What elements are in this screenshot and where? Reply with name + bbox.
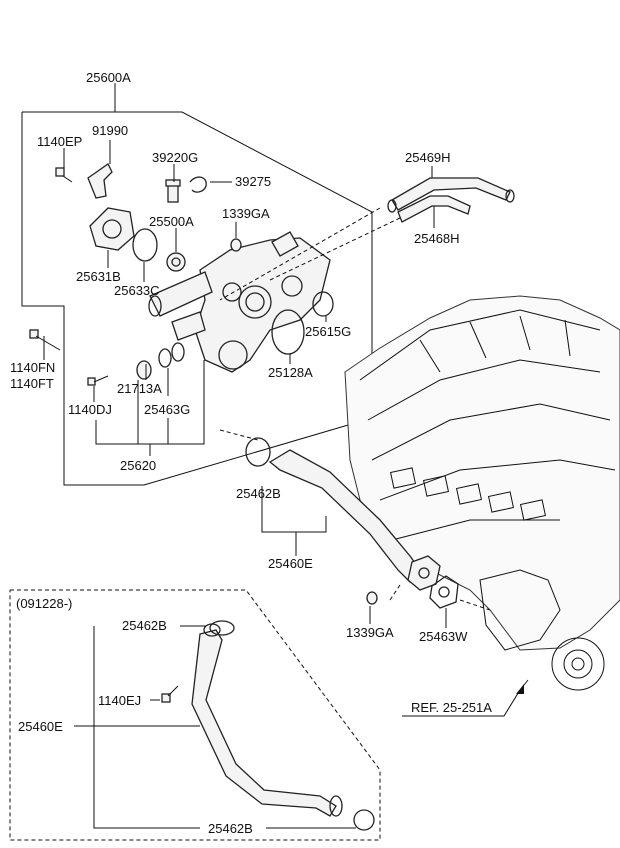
label-25620: 25620 xyxy=(120,458,156,473)
gasket-25633C xyxy=(132,228,158,262)
pipe-25460E xyxy=(268,449,441,591)
label-25463G: 25463G xyxy=(144,402,190,417)
thermostat-housing xyxy=(148,231,331,373)
oring-25463G xyxy=(158,342,185,368)
label-25462B-inset-bottom: 25462B xyxy=(208,821,253,836)
label-25460E-mid: 25460E xyxy=(268,556,313,571)
gasket-25462B-mid xyxy=(245,437,271,467)
dashed-connector xyxy=(269,217,401,281)
label-25631B: 25631B xyxy=(76,269,121,284)
bracket-91990 xyxy=(87,163,113,199)
gasket-25128A xyxy=(271,309,305,355)
inset-gasket-bottom xyxy=(353,809,375,831)
label-21713A: 21713A xyxy=(117,381,162,396)
label-25633C: 25633C xyxy=(114,283,160,298)
bolt-1140EP xyxy=(55,167,73,183)
inset-box xyxy=(9,589,381,841)
assembly-box-outline xyxy=(21,111,373,486)
label-091228: (091228-) xyxy=(16,596,72,611)
dashed-connector xyxy=(459,599,491,611)
dashed-connector xyxy=(389,584,401,601)
hose-25468H xyxy=(397,195,471,223)
inset-bolt-1140EJ xyxy=(161,685,179,703)
label-25468H: 25468H xyxy=(414,231,460,246)
label-1140FT: 1140FT xyxy=(10,376,54,391)
oring-25615G xyxy=(312,291,334,317)
plug-21713A xyxy=(136,360,152,380)
clip-39275 xyxy=(189,176,207,193)
label-25500A: 25500A xyxy=(149,214,194,229)
dashed-connector xyxy=(219,429,259,441)
inset-pipe-25460E xyxy=(191,623,343,817)
label-39220G: 39220G xyxy=(152,150,198,165)
cap-1339GA-bottom xyxy=(366,591,378,605)
label-25615G: 25615G xyxy=(305,324,351,339)
hose-25469H xyxy=(391,177,511,211)
label-1140DJ: 1140DJ xyxy=(68,402,112,417)
label-ref-25-251A: REF. 25-251A xyxy=(411,700,492,715)
gasket-25463W xyxy=(429,575,459,609)
inset-leader-lines xyxy=(74,625,356,829)
label-25600A: 25600A xyxy=(86,70,131,85)
label-1339GA-top: 1339GA xyxy=(222,206,270,221)
thermostat-25500A xyxy=(166,252,186,272)
hose-end-clamp xyxy=(387,199,397,213)
ref-arrow xyxy=(402,684,524,717)
bolt-1140DJ xyxy=(87,375,109,386)
housing-cover-25631B xyxy=(89,207,135,251)
label-25469H: 25469H xyxy=(405,150,451,165)
label-25463W: 25463W xyxy=(419,629,468,644)
label-91990: 91990 xyxy=(92,123,128,138)
inset-gasket-top xyxy=(209,620,235,636)
hose-end-clamp xyxy=(505,189,515,203)
sensor-39220G xyxy=(165,179,181,203)
label-1140EJ: 1140EJ xyxy=(98,693,141,708)
label-25460E-inset: 25460E xyxy=(18,719,63,734)
label-25462B-inset-top: 25462B xyxy=(122,618,167,633)
label-1140FN: 1140FN xyxy=(10,360,55,375)
label-1140EP: 1140EP xyxy=(37,134,82,149)
leader-lines xyxy=(43,140,447,628)
cap-1339GA xyxy=(230,238,242,252)
dashed-connector xyxy=(219,207,381,301)
label-25128A: 25128A xyxy=(268,365,313,380)
label-39275: 39275 xyxy=(235,174,271,189)
label-1339GA-bottom: 1339GA xyxy=(346,625,394,640)
label-25462B-mid: 25462B xyxy=(236,486,281,501)
bolt-1140FN xyxy=(29,329,61,351)
